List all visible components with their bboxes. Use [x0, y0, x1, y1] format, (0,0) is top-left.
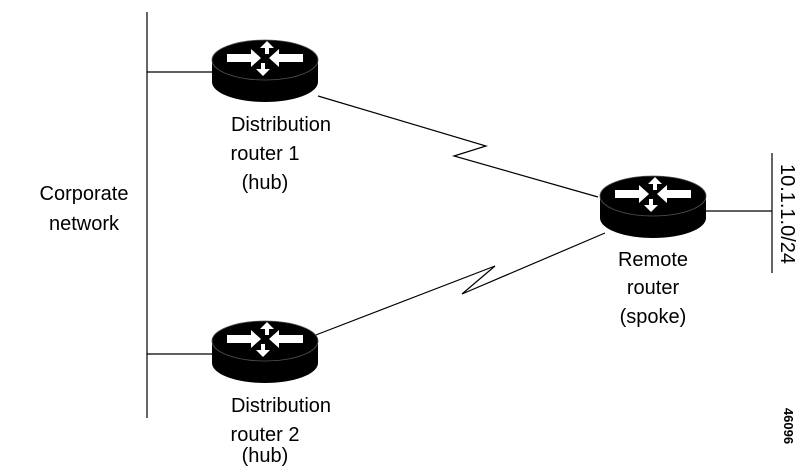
remote-label-line3: (spoke) — [620, 306, 687, 328]
distribution-1-label-line2: router 1 — [231, 143, 300, 165]
subnet-label: 10.1.1.0/24 — [776, 164, 797, 264]
remote-label-line1: Remote — [618, 249, 688, 271]
wan-link-2 — [307, 232, 606, 339]
figure-id: 46096 — [781, 408, 796, 444]
distribution-2-label-line1: Distribution — [231, 395, 331, 417]
distribution-1-label-line1: Distribution — [231, 114, 331, 136]
remote-router-icon — [599, 175, 707, 239]
remote-label-line2: router — [627, 277, 680, 299]
distribution-1-label-line3: (hub) — [242, 172, 289, 194]
distribution-2-label-line3: (hub) — [242, 445, 289, 466]
distribution-router-2-icon — [211, 320, 319, 384]
distribution-router-1-icon — [211, 39, 319, 103]
corporate-label-line2: network — [49, 213, 120, 235]
corporate-label-line1: Corporate — [40, 183, 129, 205]
distribution-2-label-line2: router 2 — [231, 424, 300, 446]
wan-link-1 — [317, 95, 599, 198]
